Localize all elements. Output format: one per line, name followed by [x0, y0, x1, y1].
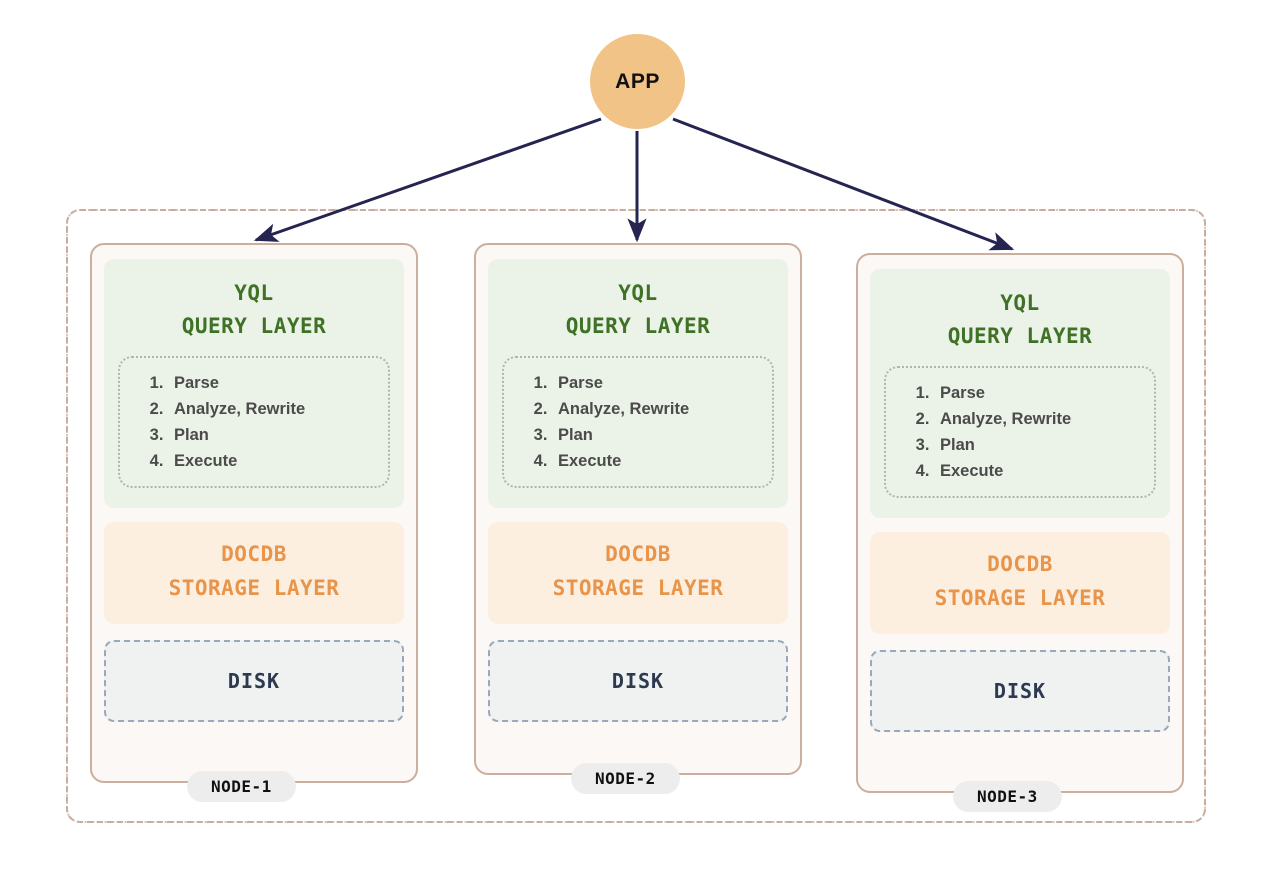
node-card-1[interactable]: YQL QUERY LAYER Parse Analyze, Rewrite P…	[90, 243, 418, 783]
docdb-layer-title-3: DOCDB STORAGE LAYER	[934, 552, 1106, 610]
nodes-row: YQL QUERY LAYER Parse Analyze, Rewrite P…	[66, 209, 1206, 823]
yql-query-layer-1: YQL QUERY LAYER Parse Analyze, Rewrite P…	[104, 259, 404, 509]
yql-step: Plan	[934, 432, 1144, 458]
yql-step: Execute	[168, 448, 378, 474]
disk-box-3: DISK	[870, 649, 1170, 732]
docdb-layer-title-2: DOCDB STORAGE LAYER	[552, 542, 724, 600]
docdb-storage-layer-1: DOCDB STORAGE LAYER	[104, 522, 404, 624]
disk-box-1: DISK	[104, 639, 404, 722]
app-node-label: APP	[615, 69, 660, 93]
yql-step: Parse	[552, 370, 762, 396]
yql-layer-title-1: YQL QUERY LAYER	[181, 281, 327, 338]
disk-label-3: DISK	[993, 678, 1047, 703]
node-badge-1: NODE-1	[187, 771, 296, 802]
yql-steps-box-2: Parse Analyze, Rewrite Plan Execute	[502, 356, 774, 489]
node-card-3[interactable]: YQL QUERY LAYER Parse Analyze, Rewrite P…	[856, 253, 1184, 793]
yql-steps-box-3: Parse Analyze, Rewrite Plan Execute	[884, 366, 1156, 499]
disk-label-2: DISK	[611, 668, 665, 693]
yql-layer-title-3: YQL QUERY LAYER	[947, 291, 1093, 348]
yql-steps-box-1: Parse Analyze, Rewrite Plan Execute	[118, 356, 390, 489]
disk-label-1: DISK	[227, 668, 281, 693]
yql-step: Execute	[552, 448, 762, 474]
yql-step: Analyze, Rewrite	[168, 396, 378, 422]
yql-query-layer-2: YQL QUERY LAYER Parse Analyze, Rewrite P…	[488, 259, 788, 509]
docdb-storage-layer-2: DOCDB STORAGE LAYER	[488, 522, 788, 624]
yql-step: Analyze, Rewrite	[934, 406, 1144, 432]
node-badge-2: NODE-2	[571, 763, 680, 794]
app-node[interactable]: APP	[590, 34, 685, 129]
yql-step: Parse	[168, 370, 378, 396]
yql-layer-title-2: YQL QUERY LAYER	[565, 281, 711, 338]
disk-box-2: DISK	[488, 639, 788, 722]
yql-query-layer-3: YQL QUERY LAYER Parse Analyze, Rewrite P…	[870, 269, 1170, 519]
yql-step: Execute	[934, 458, 1144, 484]
yql-step: Plan	[168, 422, 378, 448]
yql-step: Parse	[934, 380, 1144, 406]
docdb-storage-layer-3: DOCDB STORAGE LAYER	[870, 532, 1170, 634]
node-badge-3: NODE-3	[953, 781, 1062, 812]
yql-step: Analyze, Rewrite	[552, 396, 762, 422]
docdb-layer-title-1: DOCDB STORAGE LAYER	[168, 542, 340, 600]
yql-step: Plan	[552, 422, 762, 448]
node-card-2[interactable]: YQL QUERY LAYER Parse Analyze, Rewrite P…	[474, 243, 802, 775]
